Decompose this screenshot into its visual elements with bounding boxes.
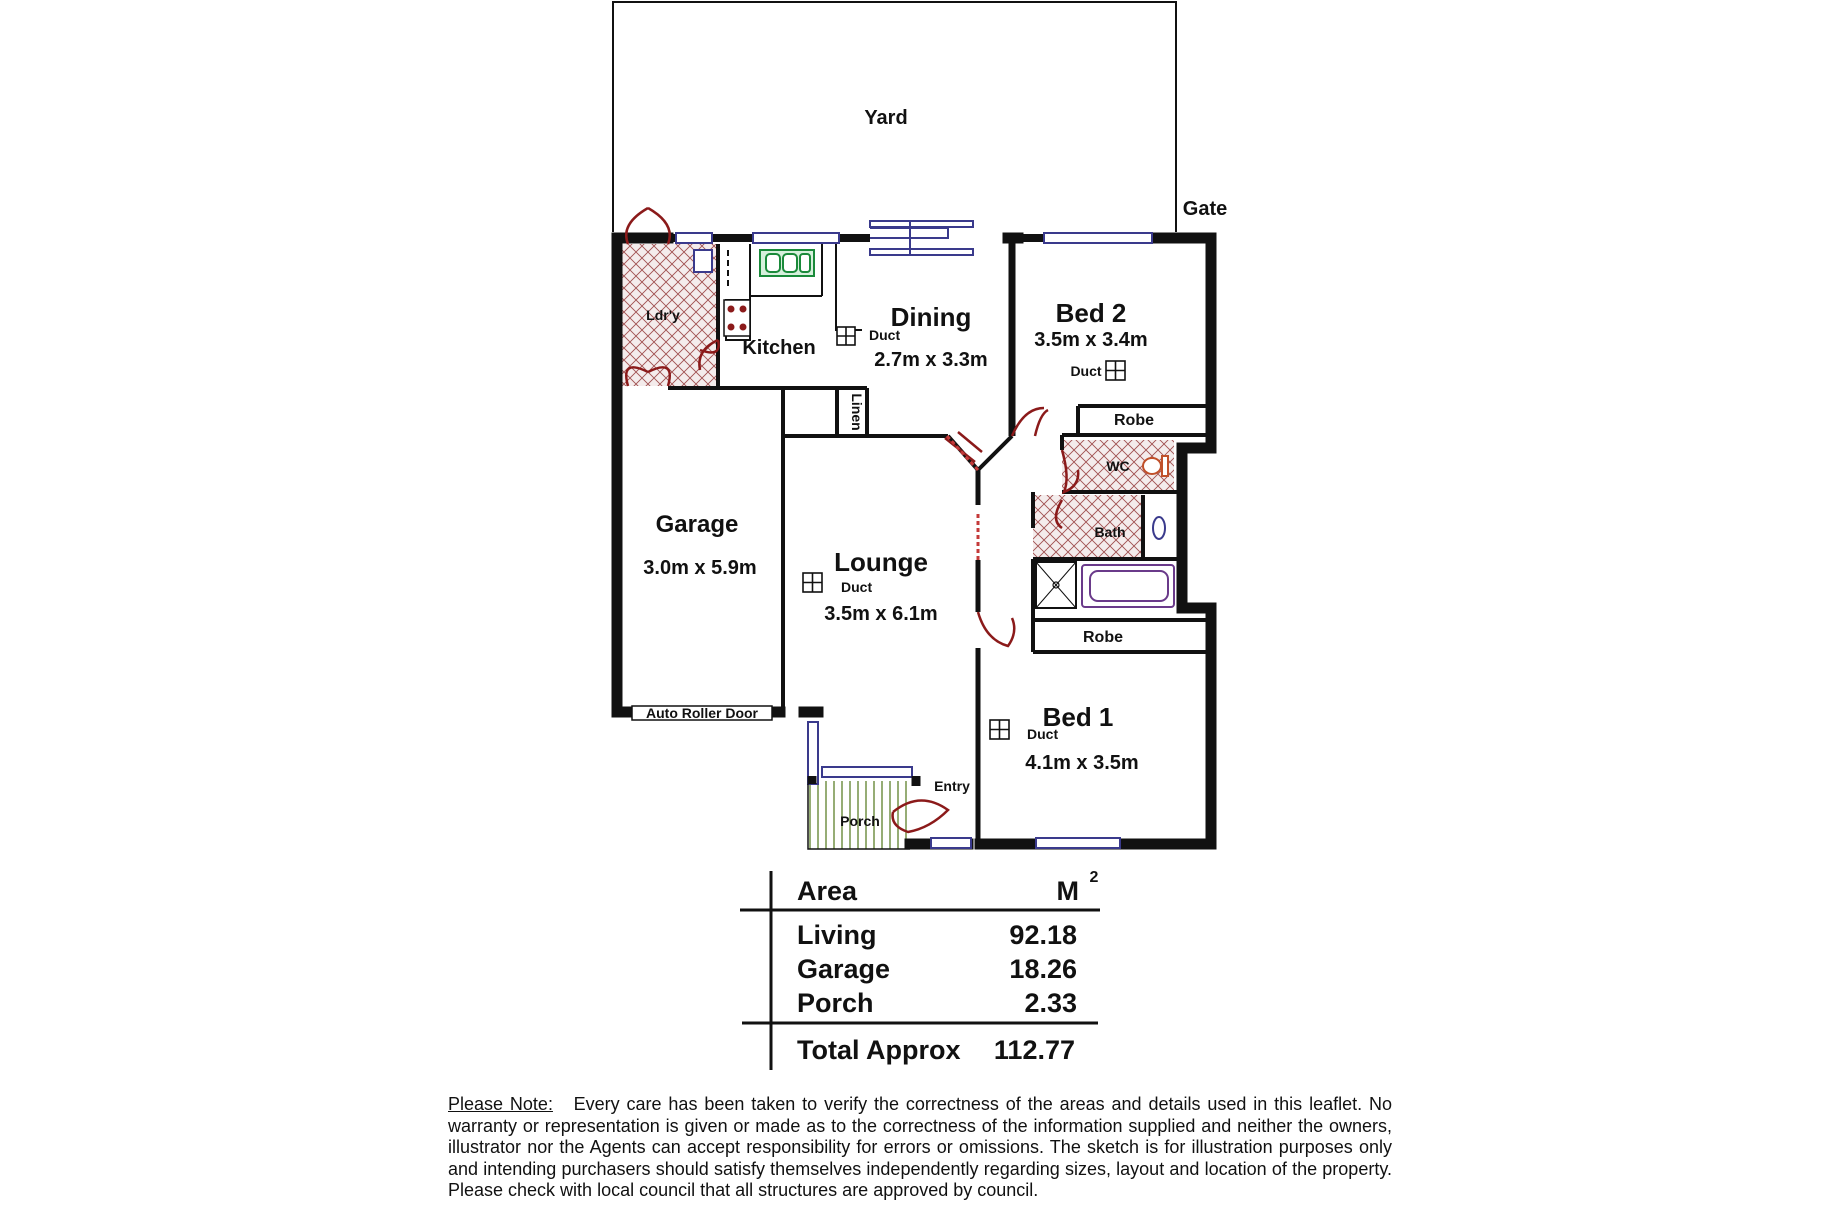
area-row-label: Garage bbox=[797, 954, 890, 984]
laundry-trough-icon bbox=[693, 249, 713, 273]
yard-label: Yard bbox=[864, 107, 907, 129]
cooktop-icon bbox=[723, 299, 751, 337]
porch-label: Porch bbox=[840, 813, 880, 829]
bed1-size: 4.1m x 3.5m bbox=[1025, 752, 1138, 774]
door-swings bbox=[625, 206, 1080, 834]
linen-label: Linen bbox=[849, 393, 865, 430]
area-row-value: 18.26 bbox=[1009, 954, 1077, 984]
windows bbox=[675, 232, 1153, 849]
robe-upper-label: Robe bbox=[1114, 412, 1154, 429]
area-total-label: Total Approx bbox=[797, 1035, 961, 1065]
disclaimer-heading: Please Note: bbox=[448, 1094, 553, 1114]
shower-icon bbox=[1035, 561, 1077, 609]
entry-walls bbox=[807, 776, 921, 786]
area-row-value: 2.33 bbox=[1024, 988, 1077, 1018]
bed2-label: Bed 2 bbox=[1056, 298, 1127, 328]
garage-size: 3.0m x 5.9m bbox=[643, 557, 756, 579]
area-total-value: 112.77 bbox=[994, 1035, 1075, 1065]
bath-label: Bath bbox=[1094, 524, 1125, 540]
basin-icon bbox=[1152, 516, 1166, 540]
duct-icons bbox=[802, 326, 1126, 740]
lounge-size: 3.5m x 6.1m bbox=[824, 603, 937, 625]
area-unit: M bbox=[1057, 876, 1080, 906]
garage-roller-door bbox=[631, 705, 773, 721]
bed2-duct-label: Duct bbox=[1070, 363, 1101, 379]
bed1-duct-icon bbox=[989, 719, 1010, 740]
gate-label: Gate bbox=[1183, 198, 1227, 220]
bed1-label: Bed 1 bbox=[1043, 702, 1114, 732]
lounge-duct-icon bbox=[802, 572, 823, 593]
bath-tub-icon bbox=[1081, 564, 1175, 608]
yard-boundary bbox=[612, 1, 1177, 232]
area-row-label: Living bbox=[797, 920, 877, 950]
bed2-size: 3.5m x 3.4m bbox=[1034, 329, 1147, 351]
kitchen-label: Kitchen bbox=[742, 337, 815, 359]
hall-door-dashes bbox=[945, 434, 980, 560]
robe-lower-label: Robe bbox=[1083, 629, 1123, 646]
dining-duct-label: Duct bbox=[869, 327, 900, 343]
internal-walls bbox=[668, 238, 1206, 844]
disclaimer-note: Please Note: Every care has been taken t… bbox=[448, 1094, 1392, 1202]
lounge-duct-label: Duct bbox=[841, 579, 872, 595]
garage-door-label: Auto Roller Door bbox=[646, 705, 759, 721]
garage-label: Garage bbox=[656, 511, 739, 538]
toilet-icon bbox=[1142, 455, 1169, 477]
kitchen-sink-icon bbox=[759, 249, 815, 277]
bed2-duct-icon bbox=[1105, 360, 1126, 381]
disclaimer-text: Every care has been taken to verify the … bbox=[448, 1094, 1392, 1200]
area-row-label: Porch bbox=[797, 988, 874, 1018]
wc-label: WC bbox=[1106, 458, 1129, 474]
area-row-value: 92.18 bbox=[1009, 920, 1077, 950]
entry-label: Entry bbox=[934, 778, 970, 794]
sliding-door bbox=[869, 220, 974, 256]
porch-outline bbox=[807, 784, 910, 850]
area-unit-sup: 2 bbox=[1090, 869, 1099, 886]
dining-size: 2.7m x 3.3m bbox=[874, 349, 987, 371]
dining-label: Dining bbox=[891, 302, 972, 332]
area-header: Area bbox=[797, 876, 858, 906]
laundry-label: Ldr'y bbox=[646, 307, 680, 323]
area-table: Area M 2 Living 92.18 Garage 18.26 Porch… bbox=[740, 869, 1100, 1070]
bath-floor bbox=[1033, 495, 1143, 559]
lounge-label: Lounge bbox=[834, 547, 928, 577]
dining-duct-icon bbox=[836, 326, 856, 346]
bed1-duct-label: Duct bbox=[1027, 726, 1058, 742]
